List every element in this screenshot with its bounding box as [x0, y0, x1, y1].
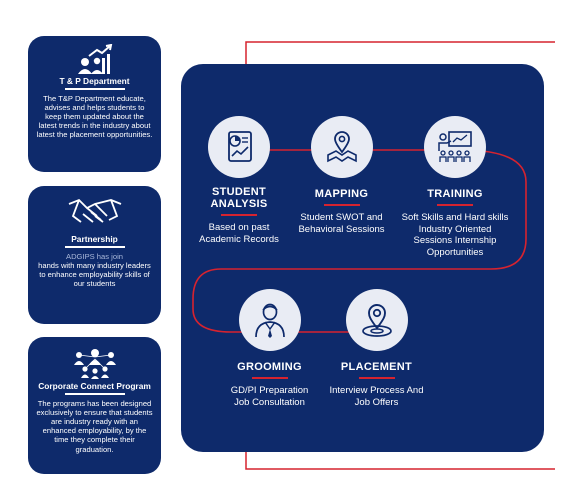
step-title: MAPPING	[314, 188, 369, 200]
document-chart-icon	[208, 116, 270, 178]
step-grooming: GROOMING GD/PI Preparation Job Consultat…	[222, 289, 317, 408]
step-mapping: MAPPING Student SWOT and Behavioral Sess…	[294, 116, 389, 235]
title-underline	[64, 393, 125, 395]
location-target-icon	[345, 289, 408, 351]
step-training: TRAINING Soft Skills and Hard skills Ind…	[400, 116, 510, 258]
step-title: PLACEMENT	[340, 361, 413, 373]
step-description: Based on past Academic Records	[199, 222, 279, 245]
tp-department-card: T & P Department The T&P Department educ…	[28, 36, 161, 172]
process-panel: STUDENT ANALYSIS Based on past Academic …	[181, 64, 544, 452]
card-text: The programs has been designed exclusive…	[36, 398, 153, 454]
map-pin-icon	[310, 116, 373, 178]
step-student-analysis: STUDENT ANALYSIS Based on past Academic …	[194, 116, 284, 245]
step-description: GD/PI Preparation Job Consultation	[230, 385, 309, 408]
handshake-icon	[36, 194, 153, 228]
card-text: hands with many industry leaders to enha…	[38, 260, 151, 289]
step-underline	[358, 377, 395, 379]
step-underline	[437, 204, 473, 206]
professional-person-icon	[238, 289, 301, 351]
step-title: TRAINING	[427, 188, 483, 200]
step-title: STUDENT ANALYSIS	[210, 186, 268, 210]
step-description: Interview Process And Job Offers	[329, 385, 424, 408]
step-placement: PLACEMENT Interview Process And Job Offe…	[329, 289, 424, 408]
step-description: Soft Skills and Hard skills Industry Ori…	[401, 212, 509, 258]
card-title: T & P Department	[59, 76, 130, 86]
title-underline	[64, 88, 125, 90]
growth-chart-people-icon	[36, 44, 153, 74]
step-title: GROOMING	[237, 361, 302, 373]
classroom-training-icon	[424, 116, 486, 178]
card-title: Partnership	[71, 234, 118, 244]
step-underline	[323, 204, 360, 206]
connected-people-icon	[36, 345, 153, 379]
title-underline	[64, 246, 125, 248]
process-path	[192, 149, 527, 333]
step-underline	[221, 214, 257, 216]
card-subtitle: ADGIPS has join	[66, 251, 123, 261]
card-title: Corporate Connect Program	[38, 381, 151, 391]
corporate-connect-card: Corporate Connect Program The programs h…	[28, 337, 161, 474]
step-underline	[251, 377, 288, 379]
step-description: Student SWOT and Behavioral Sessions	[298, 212, 385, 235]
partnership-card: Partnership ADGIPS has join hands with m…	[28, 186, 161, 324]
card-text: The T&P Department educate, advises and …	[36, 93, 153, 140]
